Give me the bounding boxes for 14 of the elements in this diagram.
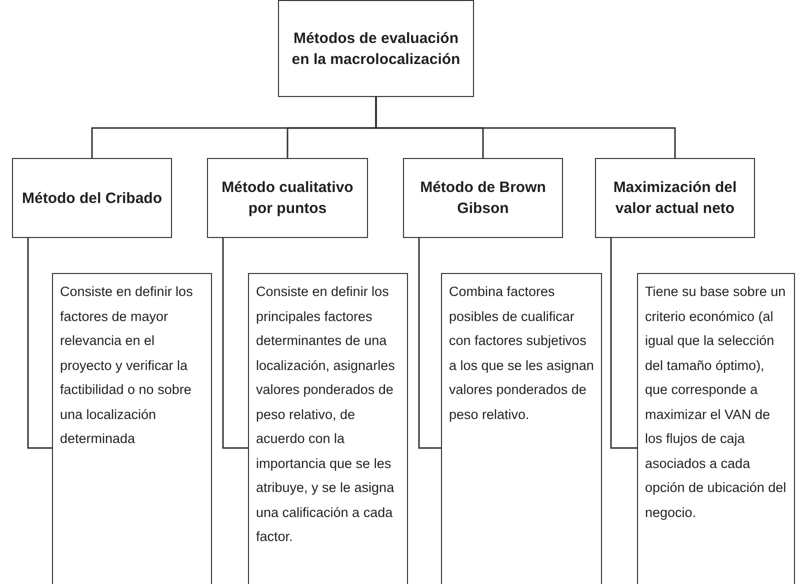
connector-line: [27, 238, 52, 449]
connector-line: [375, 97, 676, 158]
connector-line: [222, 238, 248, 449]
method-box: Método del Cribado: [12, 158, 172, 238]
description-box: Tiene su base sobre un criterio económico (al igual que la selección del tamaño óptimo), que corresponde a maximizar el VAN de los flujos de caja asociados a cada opción de ubicación del negocio.: [637, 273, 795, 584]
root-box: Métodos de evaluación en la macrolocalización: [278, 0, 474, 97]
method-box: Método de Brown Gibson: [403, 158, 563, 238]
connector-line: [418, 238, 441, 449]
method-box: Método cualitativo por puntos: [207, 158, 368, 238]
description-box: Combina factores posibles de cualificar con factores subjetivos a los que se les asignan valores ponderados de peso relativo.: [441, 273, 602, 584]
connector-line: [610, 238, 637, 449]
description-box: Consiste en definir los principales factores determinantes de una localización, asignarles valores ponderados de peso relativo, de acuerdo con la importancia que se les atribuye, y se le asigna una calificación a cada factor.: [248, 273, 408, 584]
description-box: Consiste en definir los factores de mayor relevancia en el proyecto y verificar la factibilidad o no sobre una localización determinada: [52, 273, 212, 584]
method-box: Maximización del valor actual neto: [595, 158, 755, 238]
